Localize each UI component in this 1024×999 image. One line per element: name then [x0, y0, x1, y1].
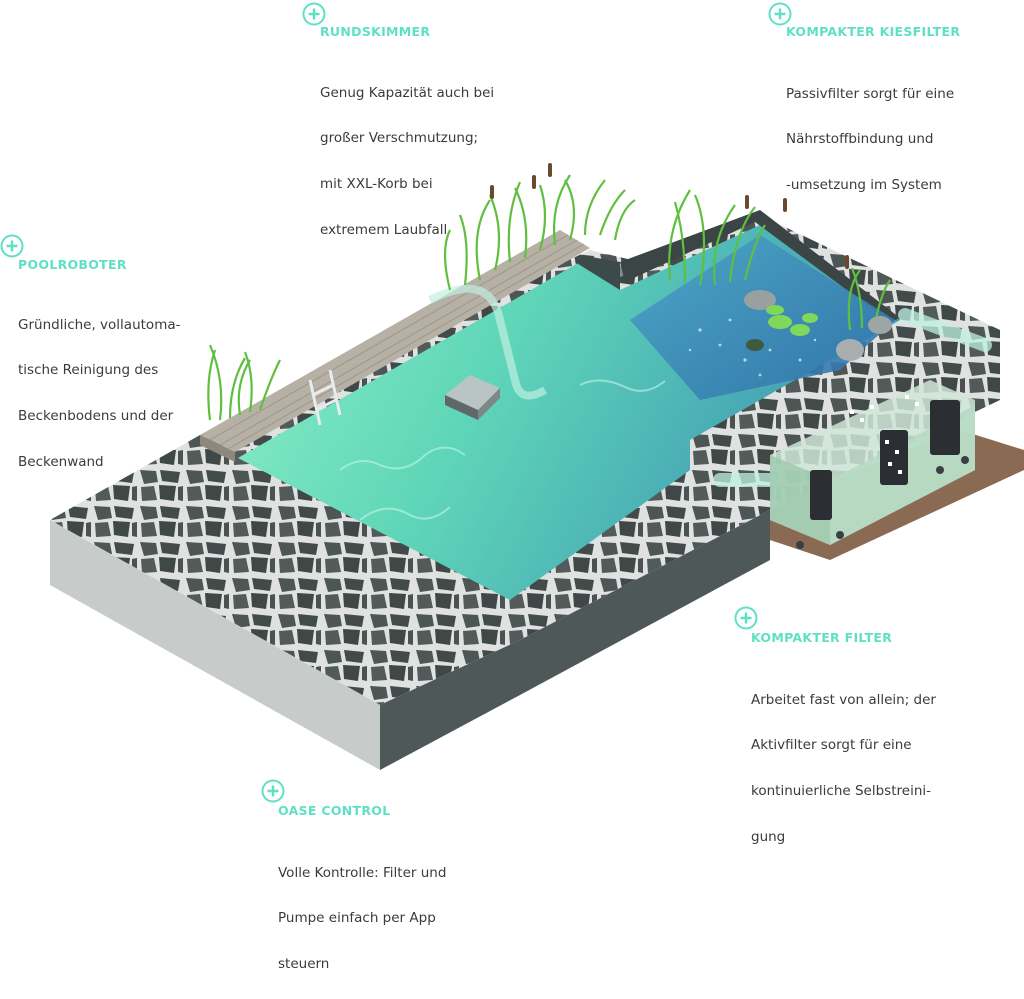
callout-title: KOMPAKTER FILTER — [751, 630, 893, 645]
callout-description: Gründliche, vollautoma- tische Reinigung… — [18, 291, 181, 496]
desc-line: Beckenwand — [18, 453, 104, 470]
callout-title: POOLROBOTER — [18, 257, 127, 272]
desc-line: Pumpe einfach per App — [278, 910, 436, 927]
desc-line: Genug Kapazität auch bei — [320, 84, 495, 101]
desc-line: tische Reinigung des — [18, 362, 159, 379]
desc-line: extremem Laubfall — [320, 221, 448, 238]
callout-description: Arbeitet fast von allein; der Aktivfilte… — [751, 666, 936, 871]
desc-line: gung — [751, 828, 786, 845]
desc-line: großer Verschmutzung; — [320, 130, 479, 147]
desc-line: Beckenbodens und der — [18, 407, 174, 424]
desc-line: Passivfilter sorgt für eine — [786, 85, 955, 102]
callout-description: Genug Kapazität auch bei großer Verschmu… — [320, 59, 494, 264]
desc-line: Arbeitet fast von allein; der — [751, 691, 936, 708]
desc-line: Gründliche, vollautoma- — [18, 316, 181, 333]
desc-line: -umsetzung im System — [786, 176, 942, 193]
plus-circle-icon[interactable] — [261, 779, 285, 803]
desc-line: kontinuierliche Selbstreini- — [751, 782, 932, 799]
desc-line: steuern — [278, 955, 330, 972]
pool-illustration — [50, 163, 1024, 770]
desc-line: mit XXL-Korb bei — [320, 175, 433, 192]
plus-circle-icon[interactable] — [302, 2, 326, 26]
desc-line: Nährstoffbindung und — [786, 131, 934, 148]
callout-title: KOMPAKTER KIESFILTER — [786, 24, 961, 39]
plus-circle-icon[interactable] — [768, 2, 792, 26]
callout-title: OASE CONTROL — [278, 803, 391, 818]
desc-line: Aktivfilter sorgt für eine — [751, 737, 912, 754]
desc-line: Volle Kontrolle: Filter und — [278, 864, 447, 881]
plus-circle-icon[interactable] — [734, 606, 758, 630]
callout-title: RUNDSKIMMER — [320, 24, 431, 39]
callout-description: Passivfilter sorgt für eine Nährstoffbin… — [786, 60, 954, 220]
callout-description: Volle Kontrolle: Filter und Pumpe einfac… — [278, 839, 446, 999]
plus-circle-icon[interactable] — [0, 234, 24, 258]
